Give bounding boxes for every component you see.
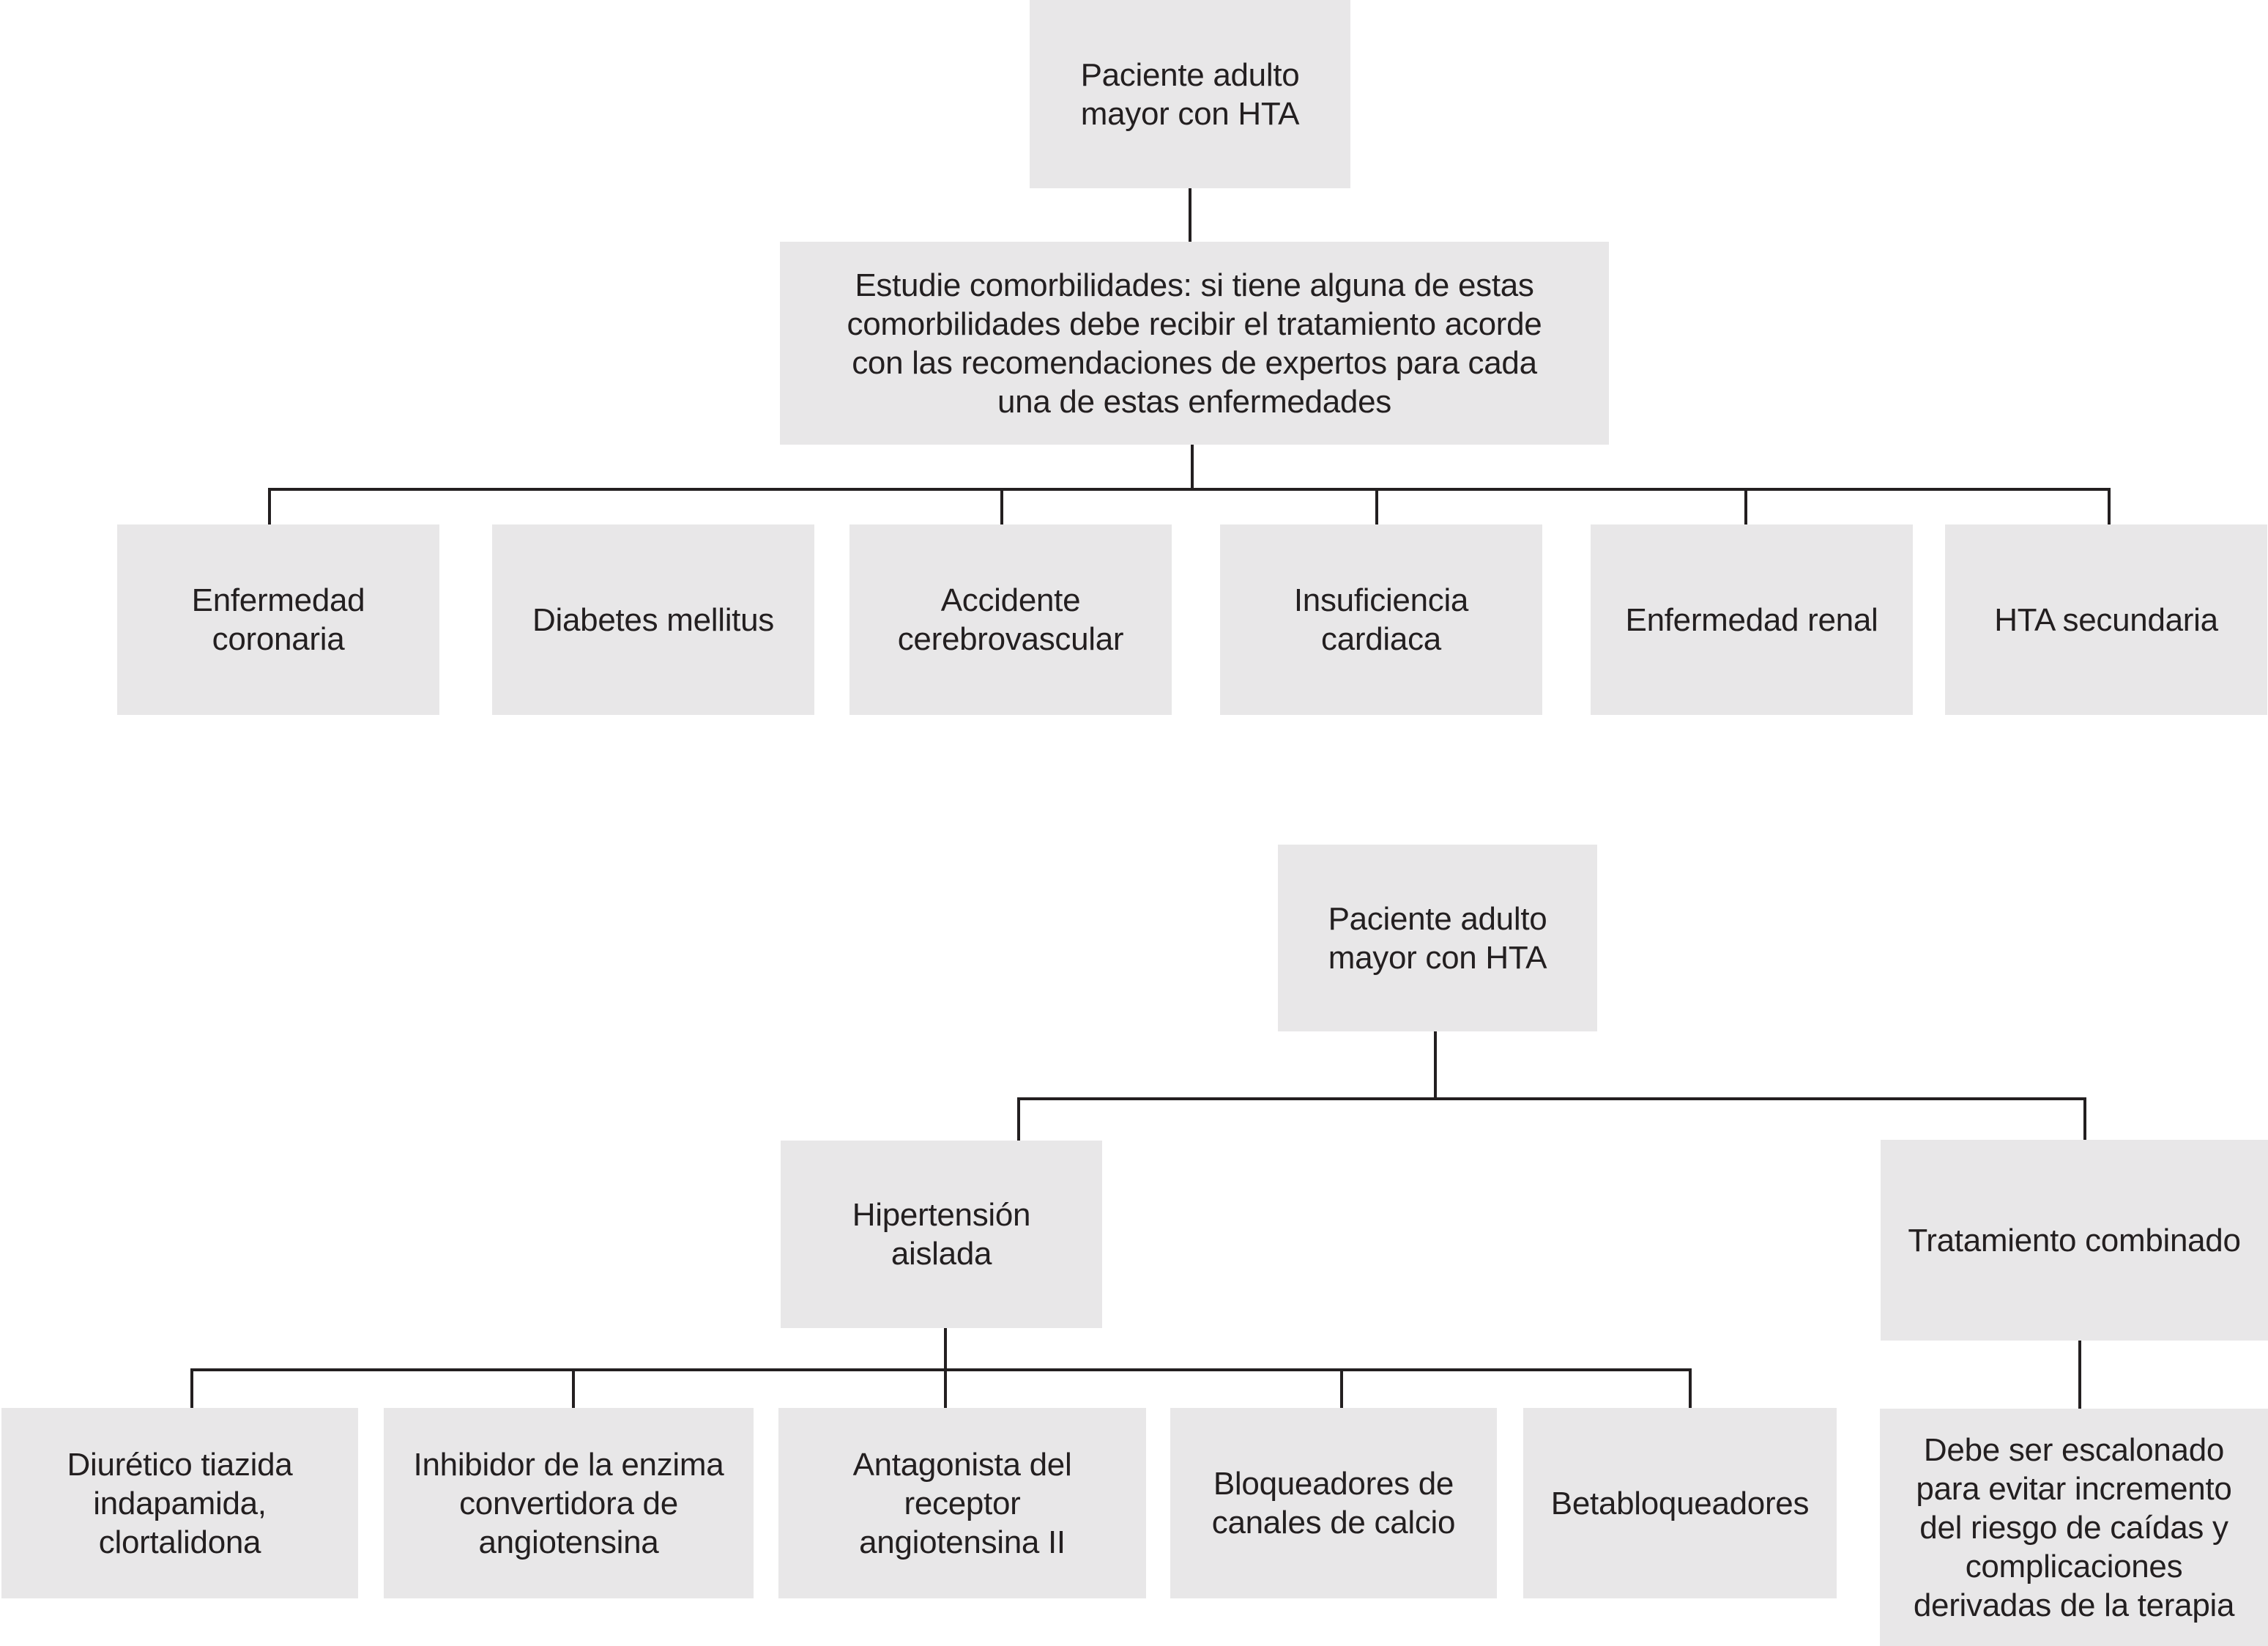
top-chart-connectors xyxy=(268,188,2111,526)
node-enfermedad-renal: Enfermedad renal xyxy=(1591,524,1913,715)
node-hta-secundaria: HTA secundaria xyxy=(1945,524,2267,715)
node-betabloqueadores: Betabloqueadores xyxy=(1523,1408,1837,1598)
node-diuretico-tiazida: Diurético tiazida indapamida, clortalido… xyxy=(1,1408,358,1598)
node-hipertension-aislada: Hipertensión aislada xyxy=(781,1141,1102,1328)
node-enfermedad-coronaria: Enfermedad coronaria xyxy=(117,524,439,715)
node-paciente-adulto-top: Paciente adulto mayor con HTA xyxy=(1030,0,1350,188)
node-tratamiento-combinado: Tratamiento combinado xyxy=(1881,1140,2268,1341)
node-estudie-comorbilidades: Estudie comorbilidades: si tiene alguna … xyxy=(780,242,1609,445)
node-bloqueadores-calcio: Bloqueadores de canales de calcio xyxy=(1170,1408,1497,1598)
node-antagonista-ara2: Antagonista del receptor angiotensina II xyxy=(778,1408,1146,1598)
node-insuficiencia-cardiaca: Insuficiencia cardiaca xyxy=(1220,524,1542,715)
node-accidente-cerebrovascular: Accidente cerebrovascular xyxy=(849,524,1172,715)
node-diabetes-mellitus: Diabetes mellitus xyxy=(492,524,814,715)
node-debe-ser-escalonado: Debe ser escalonado para evitar incremen… xyxy=(1880,1409,2268,1646)
node-inhibidor-eca: Inhibidor de la enzima convertidora de a… xyxy=(384,1408,754,1598)
bottom-chart-connectors xyxy=(190,1030,2086,1410)
node-paciente-adulto-bottom: Paciente adulto mayor con HTA xyxy=(1278,845,1597,1031)
